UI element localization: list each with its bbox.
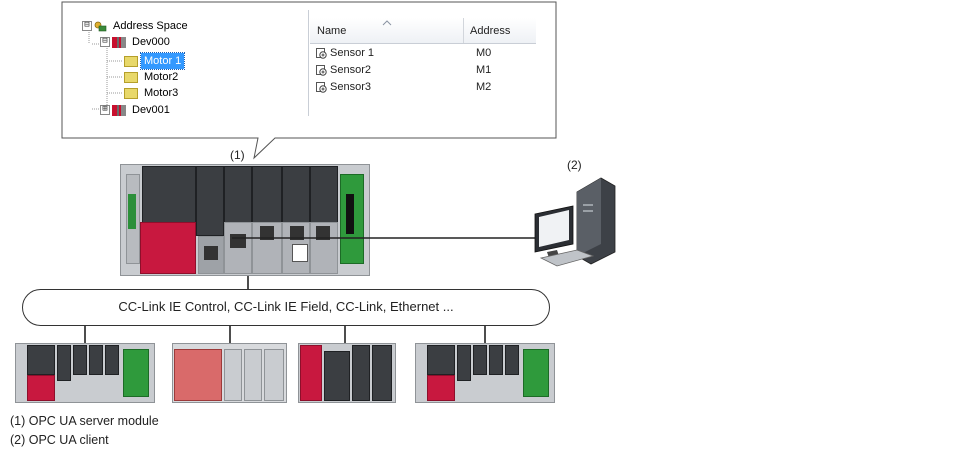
tree-item-label: Dev001 [132, 104, 170, 116]
pane-splitter[interactable] [308, 10, 309, 116]
network-bus: CC-Link IE Control, CC-Link IE Field, CC… [22, 289, 550, 326]
collapse-icon[interactable]: ⊟ [100, 37, 110, 48]
plc-station-2 [172, 343, 287, 403]
tree-item-motor3[interactable]: Motor3 [124, 85, 181, 101]
list-header: Name Address [310, 18, 536, 44]
plc-station-1 [15, 343, 155, 403]
folder-icon [124, 87, 138, 99]
opc-ua-server-plc [120, 164, 370, 276]
tree-item-motor1[interactable]: Motor 1 [124, 52, 186, 70]
tree-item-label: Motor3 [144, 87, 179, 99]
tree-item-label: Motor 1 [139, 52, 186, 70]
column-header-address[interactable]: Address [470, 25, 511, 37]
sort-asc-icon [382, 20, 392, 26]
folder-icon [124, 55, 138, 67]
folder-icon [124, 71, 138, 83]
tree-item-label: Address Space [113, 20, 188, 32]
sensor-address: M2 [476, 81, 492, 93]
sensor-icon [316, 81, 327, 93]
list-row[interactable]: Sensor 1 [316, 45, 374, 61]
sensor-name: Sensor 1 [330, 47, 375, 59]
sensor-address: M1 [476, 64, 492, 76]
tree-item-dev001[interactable]: ⊞ Dev001 [100, 102, 173, 118]
sensor-address: M0 [476, 47, 492, 59]
device-icon [112, 36, 126, 48]
opc-ua-client-pc-icon [534, 177, 616, 267]
plc-station-4 [415, 343, 555, 403]
server-number-label: (1) [230, 148, 245, 162]
tree-item-label: Motor2 [144, 71, 179, 83]
sensor-name: Sensor2 [330, 64, 371, 76]
tree-item-label: Dev000 [132, 36, 170, 48]
plc-station-3 [298, 343, 396, 403]
sensor-icon [316, 47, 327, 59]
sensor-icon [316, 64, 327, 76]
tree-item-dev000[interactable]: ⊟ Dev000 [100, 34, 173, 50]
expand-icon[interactable]: ⊞ [100, 105, 110, 116]
column-separator[interactable] [463, 18, 464, 43]
legend-item-1: (1) OPC UA server module [10, 414, 159, 428]
sensor-name: Sensor3 [330, 81, 371, 93]
list-row[interactable]: Sensor2 [316, 62, 371, 78]
address-space-icon [94, 21, 107, 32]
tree-item-address-space[interactable]: ⊟ Address Space [82, 18, 191, 34]
column-header-name[interactable]: Name [317, 25, 347, 37]
tree-item-motor2[interactable]: Motor2 [124, 69, 181, 85]
collapse-icon[interactable]: ⊟ [82, 21, 92, 32]
device-icon [112, 104, 126, 116]
list-row[interactable]: Sensor3 [316, 79, 371, 95]
legend-item-2: (2) OPC UA client [10, 433, 109, 447]
client-number-label: (2) [567, 158, 582, 172]
